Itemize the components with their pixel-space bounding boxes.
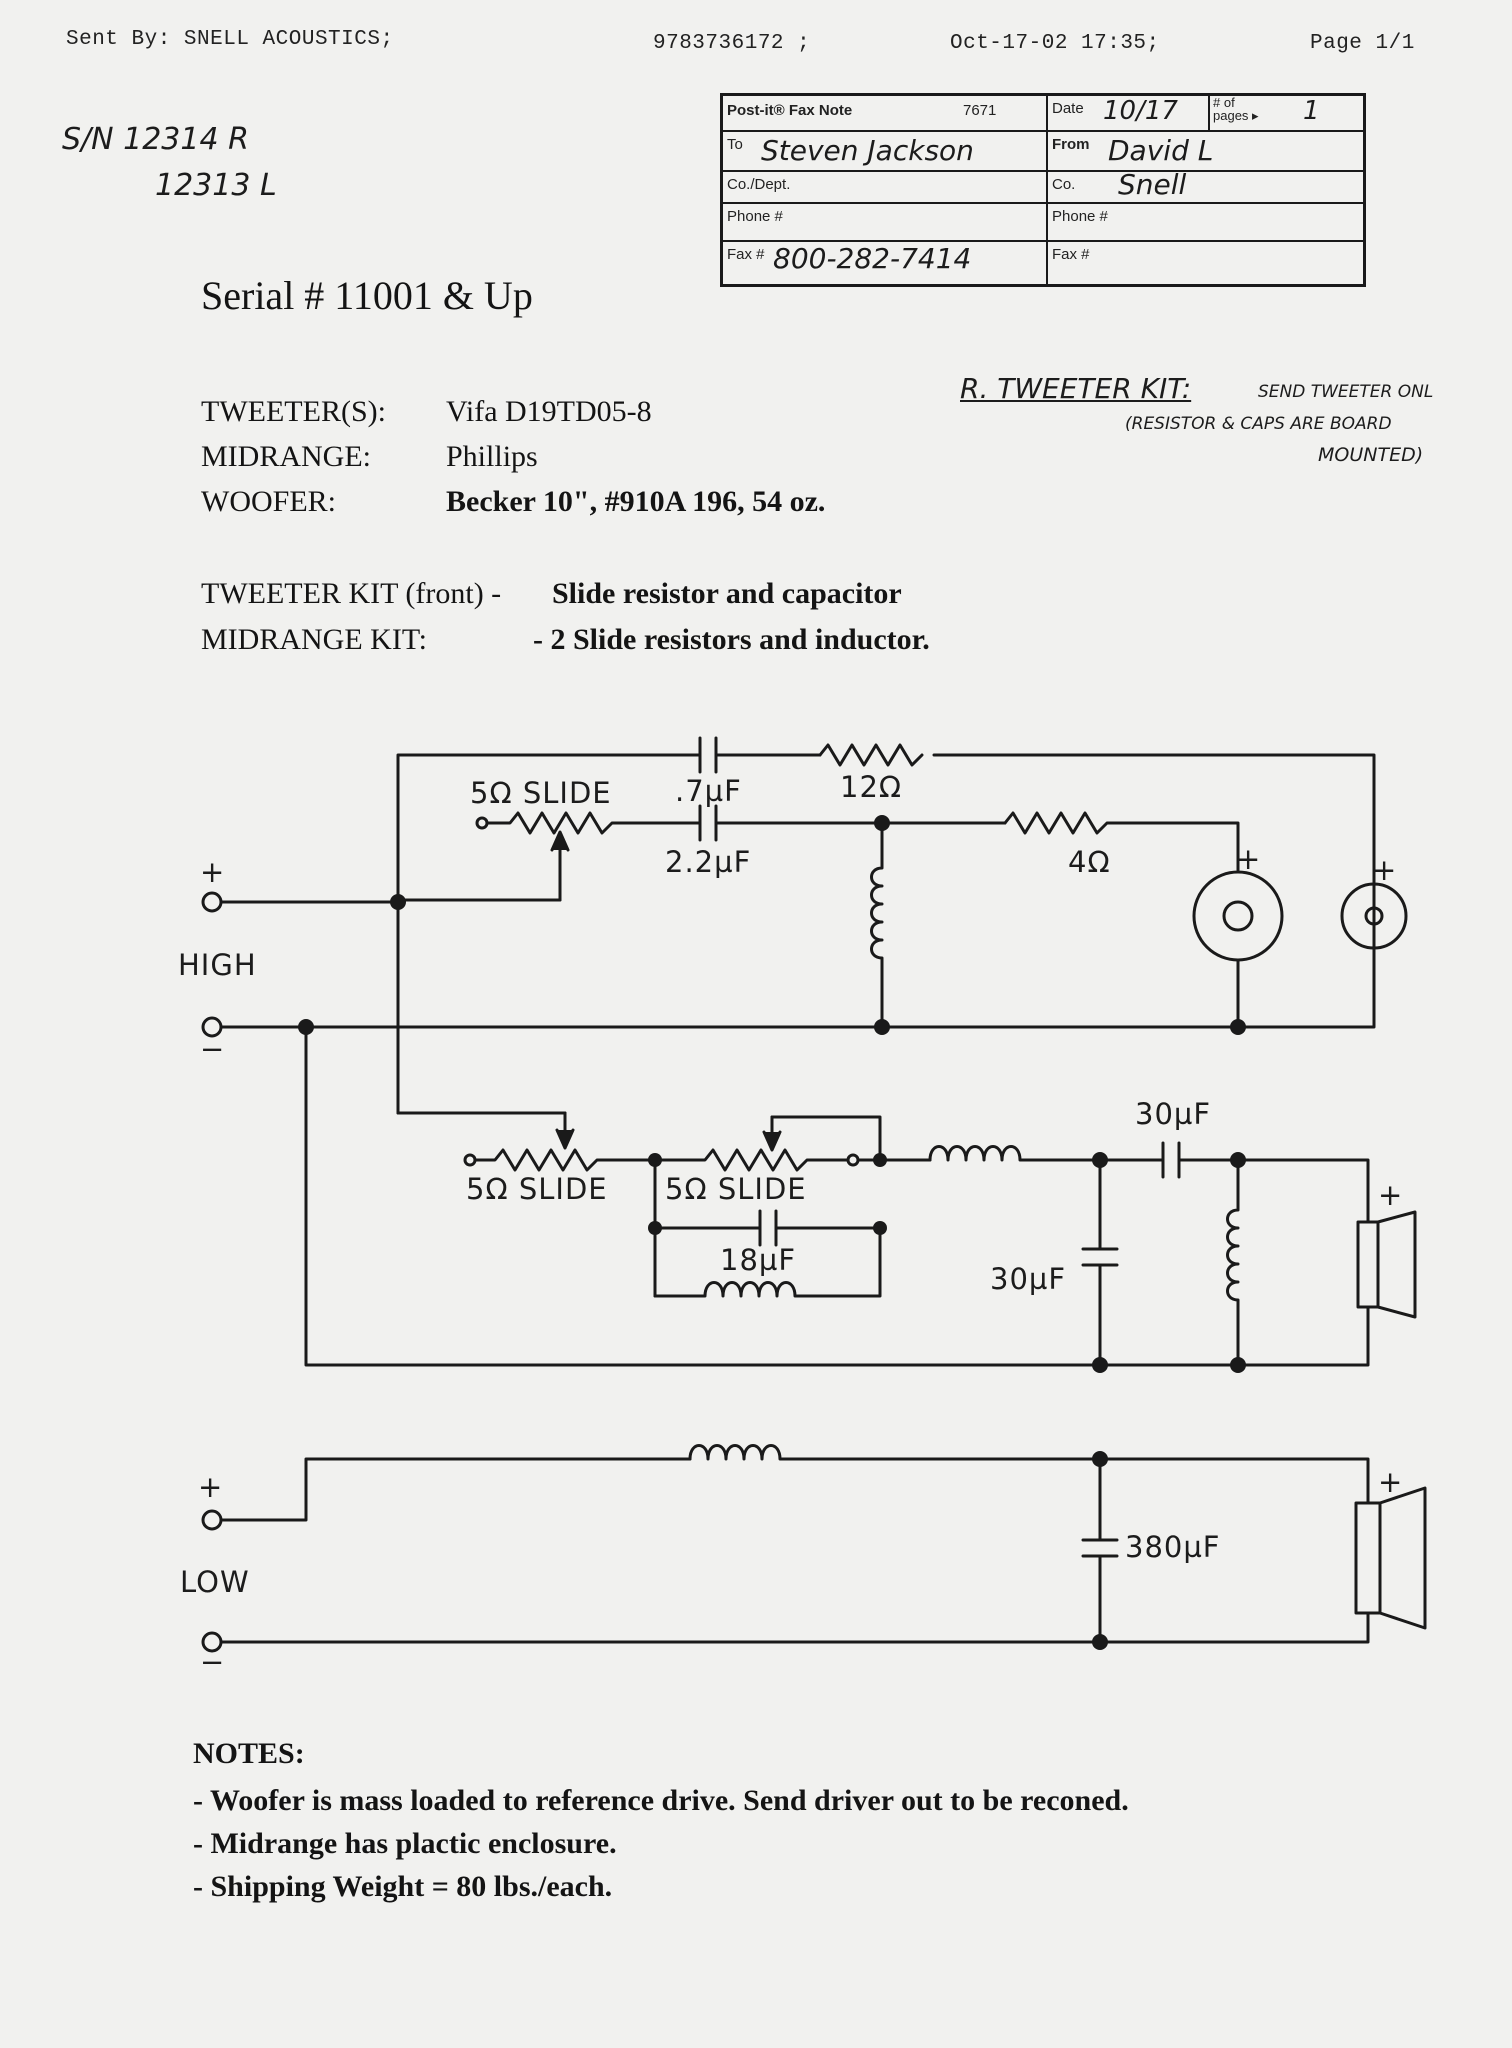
handnote-mounted: MOUNTED) [1318, 444, 1424, 466]
note-item-3: - Shipping Weight = 80 lbs./each. [193, 1870, 613, 1903]
slide-resistor-top [485, 811, 702, 835]
codept-label: Co./Dept. [727, 176, 791, 193]
co-value: Snell [1118, 172, 1187, 201]
tweeter-outer-ring [1192, 870, 1284, 962]
fax-page: Page 1/1 [1310, 32, 1415, 55]
page-title: Serial # 11001 & Up [201, 273, 533, 318]
note-item-1: - Woofer is mass loaded to reference dri… [193, 1784, 1129, 1817]
junction-dots [298, 815, 1246, 1650]
date-value: 10/17 [1103, 96, 1178, 126]
tweeter-plus: + [1236, 842, 1262, 876]
cap-18uf-label: 18µF [720, 1243, 797, 1277]
tweeter-kit-label: TWEETER KIT (front) - [201, 577, 502, 610]
slide-mid2-label: 5Ω SLIDE [665, 1172, 807, 1206]
low-minus: − [200, 1645, 226, 1679]
to-value: Steven Jackson [761, 134, 974, 167]
inductor-18uf-branch [653, 1281, 822, 1298]
serial-note-right: S/N 12314 R [62, 122, 249, 157]
slide-resistor-mid1 [473, 1148, 657, 1172]
low-label: LOW [180, 1565, 250, 1599]
from-label: From [1052, 136, 1090, 153]
resistor-12ohm-label: 12Ω [840, 770, 903, 804]
woofer-value: Becker 10", #910A 196, 54 oz. [446, 485, 826, 518]
fax-sent-by: Sent By: SNELL ACOUSTICS; [66, 28, 394, 51]
cap-07uf [698, 736, 718, 774]
inductor-midrange [928, 1145, 1165, 1162]
fax-note-brand: Post-it® Fax Note [727, 102, 853, 119]
woofer-speaker-cone [1378, 1486, 1427, 1630]
handnote-resistor: (RESISTOR & CAPS ARE BOARD [1125, 414, 1392, 434]
high-minus: − [200, 1032, 226, 1066]
serial-note-left: 12313 L [155, 168, 277, 203]
cap-380uf-label: 380µF [1125, 1530, 1221, 1564]
cap-22uf-label: 2.2µF [665, 845, 752, 879]
cap-07uf-label: .7µF [675, 774, 742, 808]
phone-label: Phone # [727, 208, 783, 225]
date-label: Date [1052, 100, 1084, 117]
note-item-2: - Midrange has plactic enclosure. [193, 1827, 617, 1860]
slide-mid1-label: 5Ω SLIDE [466, 1172, 608, 1206]
woofer-label: WOOFER: [201, 485, 336, 518]
fax-note-number: 7671 [963, 102, 997, 119]
date-divider [1208, 96, 1210, 130]
cap-30uf-shunt [1081, 1158, 1119, 1367]
high-label: HIGH [178, 948, 257, 982]
post-it-fax-note: Post-it® Fax Note 7671 Date 10/17 # of p… [720, 93, 1366, 287]
woofer-speaker-magnet [1354, 1501, 1382, 1615]
to-label: To [727, 136, 743, 153]
tweeter-kit-value: Slide resistor and capacitor [552, 577, 902, 610]
wire-ground-drop [304, 1025, 1240, 1367]
tweeter-value: Vifa D19TD05-8 [446, 395, 652, 428]
co-label: Co. [1052, 176, 1076, 193]
midrange-kit-value: - 2 Slide resistors and inductor. [533, 623, 930, 656]
slide-top-label: 5Ω SLIDE [470, 776, 612, 810]
notes-heading: NOTES: [193, 1737, 305, 1770]
phone2-label: Phone # [1052, 208, 1108, 225]
resistor-12ohm [818, 743, 924, 767]
pages-label: # of pages ▸ [1213, 96, 1259, 123]
midrange-label: MIDRANGE: [201, 440, 371, 473]
cap-30uf-shunt-label: 30µF [990, 1262, 1067, 1296]
pages-value: 1 [1303, 96, 1320, 126]
fax2-label: Fax # [1052, 246, 1090, 263]
fax-label: Fax # [727, 246, 765, 263]
from-value: David L [1108, 134, 1214, 167]
cap-22uf [698, 804, 718, 842]
fax-phone: 9783736172 ; [653, 32, 811, 55]
inductor-tweeter [870, 821, 884, 1029]
wire-top-rail [396, 753, 1376, 1115]
slide-resistor-mid2 [653, 1148, 850, 1172]
woofer-plus: + [1378, 1465, 1404, 1499]
tweeter2-plus: + [1372, 853, 1398, 887]
cap-380uf [1081, 1457, 1119, 1644]
inductor-woofer [688, 1444, 1370, 1505]
low-plus: + [198, 1470, 224, 1504]
fax-value: 800-282-7414 [773, 242, 972, 275]
cap-18uf [758, 1209, 778, 1247]
midrange-value: Phillips [446, 440, 538, 473]
resistor-4ohm-label: 4Ω [1068, 845, 1111, 879]
midrange-plus: + [1378, 1178, 1404, 1212]
handnote-send: SEND TWEETER ONL [1258, 382, 1434, 402]
midrange-kit-label: MIDRANGE KIT: [201, 623, 427, 656]
midrange-speaker-cone [1376, 1210, 1417, 1319]
tweeter-label: TWEETER(S): [201, 395, 386, 428]
fax-datetime: Oct-17-02 17:35; [950, 32, 1160, 55]
midrange-speaker-magnet [1356, 1220, 1380, 1309]
cap-30uf-series [1161, 1141, 1181, 1179]
resistor-4ohm [1003, 811, 1240, 872]
cap-30uf-series-label: 30µF [1135, 1097, 1212, 1131]
inductor-midrange-shunt [1226, 1158, 1370, 1367]
high-plus: + [200, 855, 226, 889]
handnote-title: R. TWEETER KIT: [960, 372, 1192, 405]
